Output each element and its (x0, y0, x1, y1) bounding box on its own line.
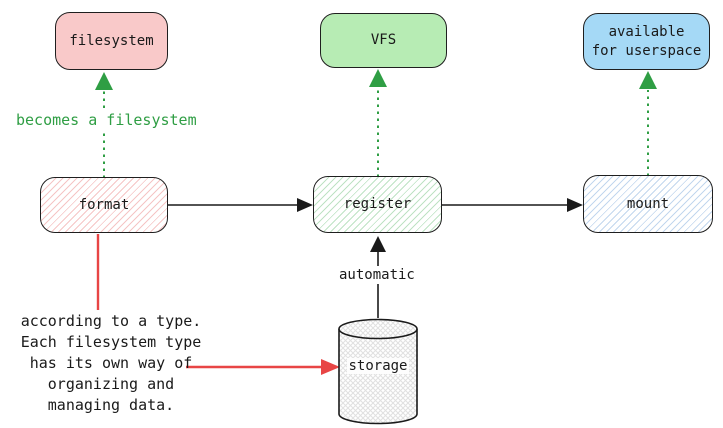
arrow-mount-to-userspace (639, 71, 657, 176)
arrow-format-to-filesystem (95, 72, 113, 178)
node-storage-label: storage (347, 358, 409, 374)
arrow-storage-to-register (370, 236, 386, 318)
edge-label-automatic: automatic (337, 266, 417, 284)
node-register-label: register (343, 196, 412, 212)
node-register[interactable]: register (313, 176, 442, 233)
node-vfs[interactable]: VFS (320, 13, 447, 68)
node-filesystem-label: filesystem (69, 32, 154, 49)
node-format[interactable]: format (40, 177, 168, 233)
arrow-register-to-mount (442, 198, 583, 212)
cylinder-icon (338, 318, 418, 425)
node-mount[interactable]: mount (583, 175, 713, 233)
node-userspace-label: available for userspace (591, 23, 702, 59)
arrow-format-to-register (168, 198, 313, 212)
arrow-register-to-vfs (369, 69, 387, 177)
node-storage[interactable]: storage (338, 318, 418, 426)
note-text: according to a type. Each filesystem typ… (20, 312, 202, 414)
node-filesystem[interactable]: filesystem (55, 12, 168, 70)
node-format-label: format (78, 196, 130, 213)
node-mount-label: mount (626, 195, 670, 212)
node-vfs-label: VFS (370, 32, 397, 48)
arrow-note-to-storage (186, 359, 340, 375)
edge-label-becomes-a-filesystem: becomes a filesystem (14, 110, 199, 130)
node-available-for-userspace[interactable]: available for userspace (583, 13, 710, 70)
